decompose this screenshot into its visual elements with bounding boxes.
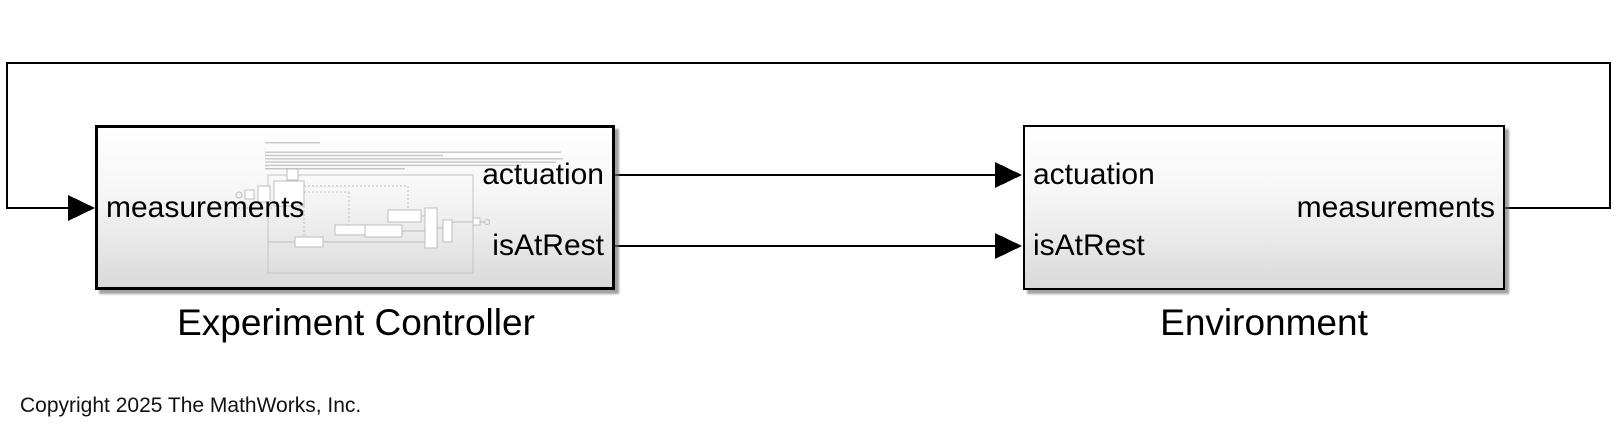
wire-measurements-feedback[interactable] <box>6 62 1611 221</box>
block-experiment-controller[interactable]: measurements actuation isAtRest <box>95 125 615 290</box>
block-environment[interactable]: actuation isAtRest measurements <box>1023 125 1505 290</box>
wire-isatrest[interactable] <box>615 233 1022 259</box>
wire-measurements-feedback-path[interactable] <box>6 62 1611 209</box>
wire-arrowhead-icon <box>68 195 95 221</box>
wire-arrowhead-icon <box>995 233 1022 259</box>
subsystem-preview <box>230 142 563 274</box>
block-name-environment[interactable]: Environment <box>1160 302 1368 343</box>
port-label-actuation-in: actuation <box>1033 158 1155 191</box>
port-label-measurements-in: measurements <box>106 191 305 224</box>
preview-annotation-lines <box>265 142 563 170</box>
wire-arrowhead-icon <box>995 162 1022 188</box>
preview-mini-diagram <box>230 168 490 274</box>
copyright-annotation: Copyright 2025 The MathWorks, Inc. <box>20 394 362 417</box>
block-name-experiment-controller[interactable]: Experiment Controller <box>177 302 535 343</box>
port-label-measurements-out: measurements <box>1296 191 1495 224</box>
wire-actuation[interactable] <box>615 162 1022 188</box>
port-label-isatrest-out: isAtRest <box>492 229 604 262</box>
port-label-isatrest-in: isAtRest <box>1033 229 1145 262</box>
port-label-actuation-out: actuation <box>482 158 604 191</box>
